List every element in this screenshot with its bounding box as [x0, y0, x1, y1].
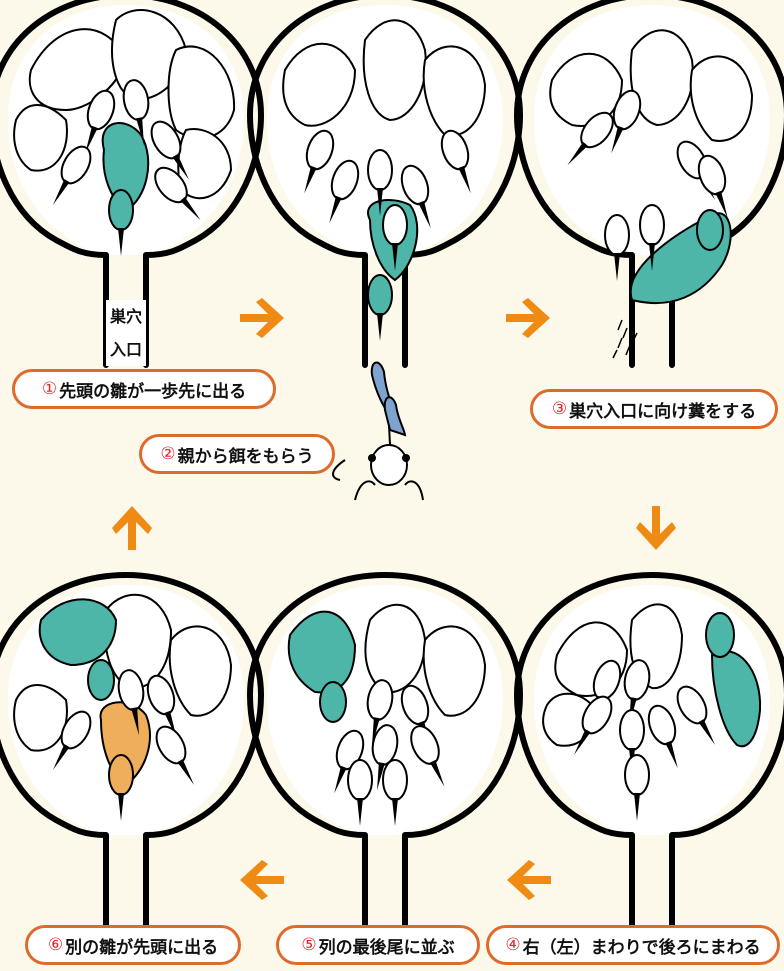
nest-panel-3 — [517, 0, 784, 365]
step-3-number: ③ — [552, 399, 567, 419]
arrow-left-1 — [507, 860, 551, 900]
arrow-left-2 — [240, 860, 284, 900]
nest-panel-6 — [0, 575, 261, 945]
nest-entrance-label: 巣穴 入口 — [106, 300, 146, 366]
arrow-up — [112, 506, 152, 550]
step-4-number: ④ — [505, 935, 520, 955]
nest-panel-5 — [250, 575, 520, 945]
entrance-label-line1: 巣穴 — [106, 300, 146, 333]
step-3-text: 巣穴入口に向け糞をする — [569, 397, 756, 422]
arrow-down — [636, 506, 676, 550]
step-4-text: 右（左）まわりで後ろにまわる — [523, 933, 761, 958]
step-2-number: ② — [160, 444, 175, 464]
nest-panel-4 — [517, 575, 784, 945]
step-1-text: 先頭の雛が一歩先に出る — [59, 377, 246, 402]
arrow-right-1 — [240, 298, 284, 338]
step-2-text: 親から餌をもらう — [178, 442, 314, 467]
step-5-number: ⑤ — [301, 935, 316, 955]
arrow-right-2 — [506, 298, 550, 338]
step-1-number: ① — [42, 379, 57, 399]
step-6-number: ⑥ — [48, 935, 63, 955]
step-5-text: 列の最後尾に並ぶ — [319, 933, 455, 958]
nest-panel-2 — [250, 0, 520, 365]
entrance-label-line2: 入口 — [106, 333, 146, 366]
step-6-text: 別の雛が先頭に出る — [65, 933, 218, 958]
parent-bird — [333, 363, 423, 500]
